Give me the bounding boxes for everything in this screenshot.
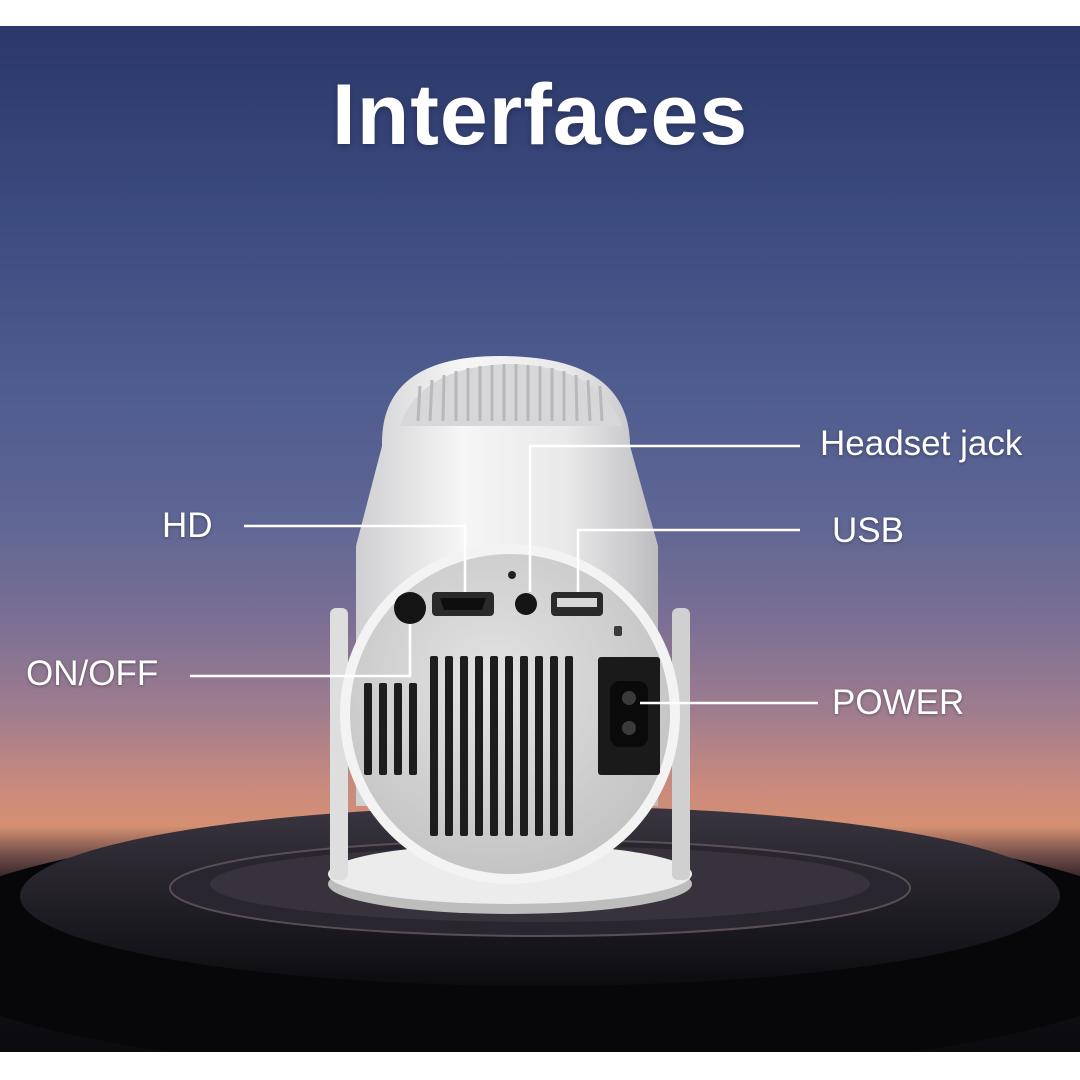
hdmi-port <box>432 592 494 616</box>
onoff-leader <box>190 624 412 678</box>
headset-jack-port <box>515 593 537 615</box>
page-title: Interfaces <box>331 67 749 163</box>
power-label: POWER <box>832 683 965 722</box>
port-cluster <box>394 571 622 636</box>
headset-jack-label: Headset jack <box>820 424 1023 463</box>
hd-leader <box>244 524 467 592</box>
vent-slots <box>364 656 573 836</box>
usb-port <box>551 592 603 616</box>
hd-label: HD <box>162 506 213 545</box>
headset-leader <box>528 444 800 592</box>
product-banner: Interfaces Headset jack USB HD ON/OFF PO… <box>0 26 1080 1052</box>
usb-leader <box>576 528 800 592</box>
on-off-label: ON/OFF <box>26 654 159 693</box>
callout-lines <box>190 444 818 705</box>
usb-label: USB <box>832 511 904 550</box>
power-button <box>394 592 426 624</box>
projector-illustration <box>0 356 1080 1052</box>
power-socket <box>598 657 660 775</box>
